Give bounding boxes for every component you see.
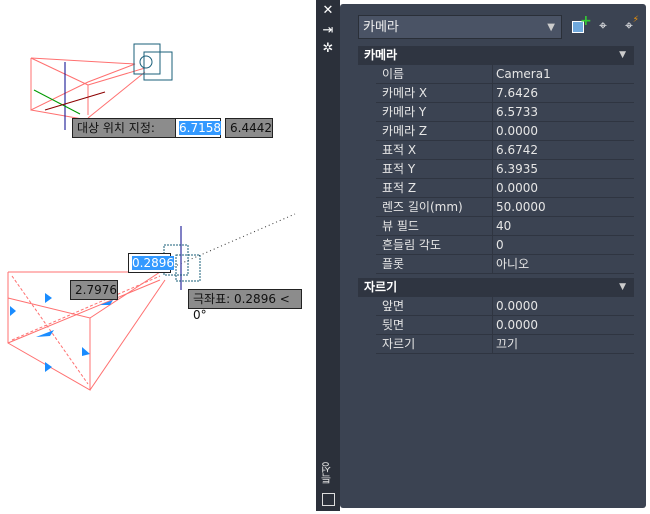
properties-icon[interactable] [322,493,335,506]
select-objects-icon[interactable]: ⌖ [599,18,607,34]
properties-panel [340,4,646,508]
property-label: 표적 Z [382,181,417,195]
property-value[interactable]: 6.6742 [492,141,634,159]
property-value[interactable]: 0.0000 [492,297,634,315]
property-row[interactable]: 표적 X 6.6742 [376,141,634,160]
property-label: 렌즈 길이(mm) [382,200,463,214]
property-value[interactable]: 아니오 [492,255,634,273]
section-clipping[interactable]: 자르기▼ [358,278,634,297]
property-row[interactable]: 카메라 X 7.6426 [376,84,634,103]
property-value[interactable]: Camera1 [492,65,634,83]
palette-title-strip: ✕ ⇥ ✲ 특성 [316,0,340,511]
property-label: 카메라 Z [382,124,428,138]
property-value[interactable]: 40 [492,217,634,235]
settings-icon[interactable]: ✲ [322,41,334,56]
property-value[interactable]: 0.0000 [492,179,634,197]
property-label: 뷰 필드 [382,219,419,233]
property-value[interactable]: 0 [492,236,634,254]
property-row[interactable]: 뷰 필드 40 [376,217,634,236]
property-row[interactable]: 뒷면 0.0000 [376,316,634,335]
camera-drawing [7,43,296,391]
auto-hide-icon[interactable]: ⇥ [322,23,334,38]
distance-readout: 2.7976 [70,280,118,300]
section-camera[interactable]: 카메라▼ [358,46,634,65]
property-label: 카메라 X [382,86,428,100]
polar-readout: 극좌표: 0.2896 < 0° [188,289,302,322]
property-row[interactable]: 카메라 Z 0.0000 [376,122,634,141]
property-label: 플롯 [382,257,405,271]
target-y-field[interactable]: 6.4442 [225,118,273,138]
property-label: 표적 Y [382,162,416,176]
property-label: 뒷면 [382,318,405,332]
property-value[interactable]: 6.3935 [492,160,634,178]
property-row[interactable]: 이름 Camera1 [376,65,634,84]
drawing-viewport[interactable]: 대상 위치 지정: 6.7158 6.4442 0.2896 2.7976 극좌… [0,0,316,511]
property-label: 흔들림 각도 [382,238,442,252]
toggle-pickadd-icon[interactable]: + [569,14,592,36]
object-type-dropdown[interactable]: 카메라▼ [358,15,562,39]
property-label: 앞면 [382,299,405,313]
camera-glyph-top [133,43,173,81]
quick-select-icon[interactable]: ⌖⚡ [625,15,639,34]
property-value[interactable]: 0.0000 [492,122,634,140]
grip-handles [10,293,113,372]
property-row[interactable]: 렌즈 길이(mm) 50.0000 [376,198,634,217]
property-value[interactable]: 7.6426 [492,84,634,102]
property-value[interactable]: 50.0000 [492,198,634,216]
property-label: 카메라 Y [382,105,427,119]
target-x-input[interactable]: 6.7158 [175,118,221,138]
palette-title: 특성 [320,462,333,484]
property-label: 표적 X [382,143,417,157]
property-value[interactable]: 6.5733 [492,103,634,121]
property-row[interactable]: 플롯 아니오 [376,255,634,274]
distance-input[interactable]: 0.2896 [128,253,174,273]
property-row[interactable]: 앞면 0.0000 [376,297,634,316]
property-row[interactable]: 자르기 끄기 [376,335,634,354]
property-row[interactable]: 카메라 Y 6.5733 [376,103,634,122]
property-value[interactable]: 0.0000 [492,316,634,334]
property-label: 이름 [382,67,405,81]
property-row[interactable]: 흔들림 각도 0 [376,236,634,255]
property-row[interactable]: 표적 Z 0.0000 [376,179,634,198]
close-icon[interactable]: ✕ [322,3,334,18]
property-value[interactable]: 끄기 [492,335,634,353]
prompt-label: 대상 위치 지정: [72,118,176,138]
property-row[interactable]: 표적 Y 6.3935 [376,160,634,179]
property-label: 자르기 [382,337,416,351]
